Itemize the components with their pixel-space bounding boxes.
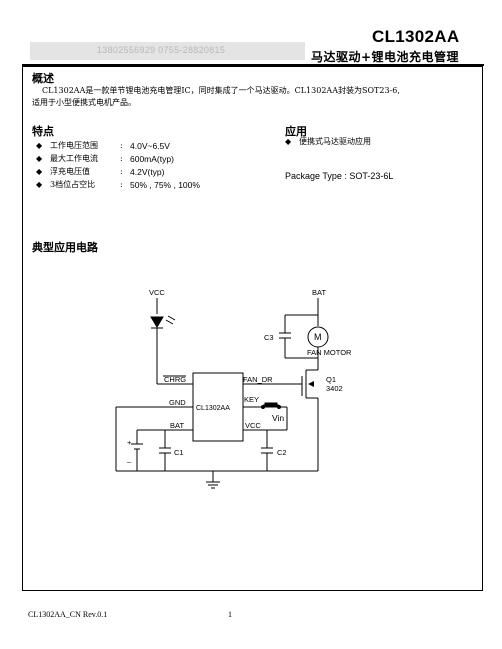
- applications-heading: 应用: [285, 125, 307, 138]
- feature-label: 3档位占空比: [50, 180, 96, 189]
- gnd-label: GND: [169, 398, 186, 407]
- key-contact-left: [261, 405, 265, 409]
- diamond-bullet-icon: ◆: [36, 180, 43, 189]
- watermark-band: [30, 42, 305, 60]
- led-icon: [150, 316, 164, 328]
- diamond-bullet-icon: ◆: [285, 137, 292, 146]
- overview-line-2: 适用于小型便携式电机产品。: [32, 98, 136, 107]
- overview-heading: 概述: [32, 72, 54, 85]
- footer-document-id: CL1302AA_CN Rev.0.1: [28, 610, 108, 619]
- bat-label: BAT: [312, 288, 326, 297]
- diamond-bullet-icon: ◆: [36, 167, 43, 176]
- feature-item: ◆ 3档位占空比 : 50% , 75% , 100%: [36, 179, 256, 191]
- feature-colon: :: [120, 180, 123, 189]
- diamond-bullet-icon: ◆: [36, 141, 43, 150]
- feature-item: ◆ 工作电压范围 : 4.0V~6.5V: [36, 140, 256, 152]
- header-rule: [22, 64, 484, 66]
- features-heading: 特点: [32, 125, 54, 138]
- diamond-bullet-icon: ◆: [36, 154, 43, 163]
- overview-line-1: CL1302AA是一款单节锂电池充电管理IC，同时集成了一个马达驱动。CL130…: [42, 86, 400, 95]
- application-label: 便携式马达驱动应用: [299, 137, 371, 146]
- vcc-pin-label: VCC: [245, 421, 261, 430]
- q1-arrow-icon: [308, 381, 314, 387]
- feature-item: ◆ 最大工作电流 : 600mA(typ): [36, 153, 256, 165]
- vcc-label: VCC: [149, 288, 165, 297]
- led-arrow-2: [167, 315, 176, 321]
- feature-colon: :: [120, 167, 123, 176]
- chrg-label: CHRG: [164, 375, 186, 384]
- content-frame: [22, 66, 483, 591]
- bat-pin-label: BAT: [170, 421, 184, 430]
- feature-label: 浮充电压值: [50, 167, 90, 176]
- circuit-heading: 典型应用电路: [32, 241, 98, 254]
- vin-label: Vin: [272, 413, 284, 423]
- key-label: KEY: [244, 395, 259, 404]
- watermark: 13802556929 0755-28820815: [97, 45, 226, 55]
- battery-plus-label: +: [127, 438, 132, 447]
- part-number: CL1302AA: [372, 27, 460, 46]
- feature-colon: :: [120, 141, 123, 150]
- q1-part-label: 3402: [326, 384, 343, 393]
- document-subtitle: 马达驱动+锂电池充电管理: [311, 50, 460, 64]
- motor-label: M: [314, 332, 322, 342]
- chip-label: CL1302AA: [196, 405, 230, 412]
- c2-label: C2: [277, 448, 287, 457]
- led-arrow-1: [165, 319, 174, 325]
- battery-minus-label: _: [126, 454, 132, 463]
- key-button-icon: [264, 402, 278, 408]
- q1-label: Q1: [326, 375, 336, 384]
- footer-page-number: 1: [228, 610, 232, 619]
- feature-label: 工作电压范围: [50, 141, 98, 150]
- c1-label: C1: [174, 448, 184, 457]
- c3-label: C3: [264, 333, 274, 342]
- feature-value: 600mA(typ): [130, 154, 174, 164]
- feature-value: 4.0V~6.5V: [130, 141, 170, 151]
- feature-value: 50% , 75% , 100%: [130, 180, 200, 190]
- feature-value: 4.2V(typ): [130, 167, 165, 177]
- feature-colon: :: [120, 154, 123, 163]
- feature-label: 最大工作电流: [50, 154, 98, 163]
- fan-motor-label: FAN MOTOR: [307, 348, 352, 357]
- package-type: Package Type : SOT-23-6L: [285, 171, 394, 181]
- fan-dr-label: FAN_DR: [243, 375, 273, 384]
- feature-item: ◆ 浮充电压值 : 4.2V(typ): [36, 166, 256, 178]
- application-item: ◆ 便携式马达驱动应用: [285, 136, 475, 148]
